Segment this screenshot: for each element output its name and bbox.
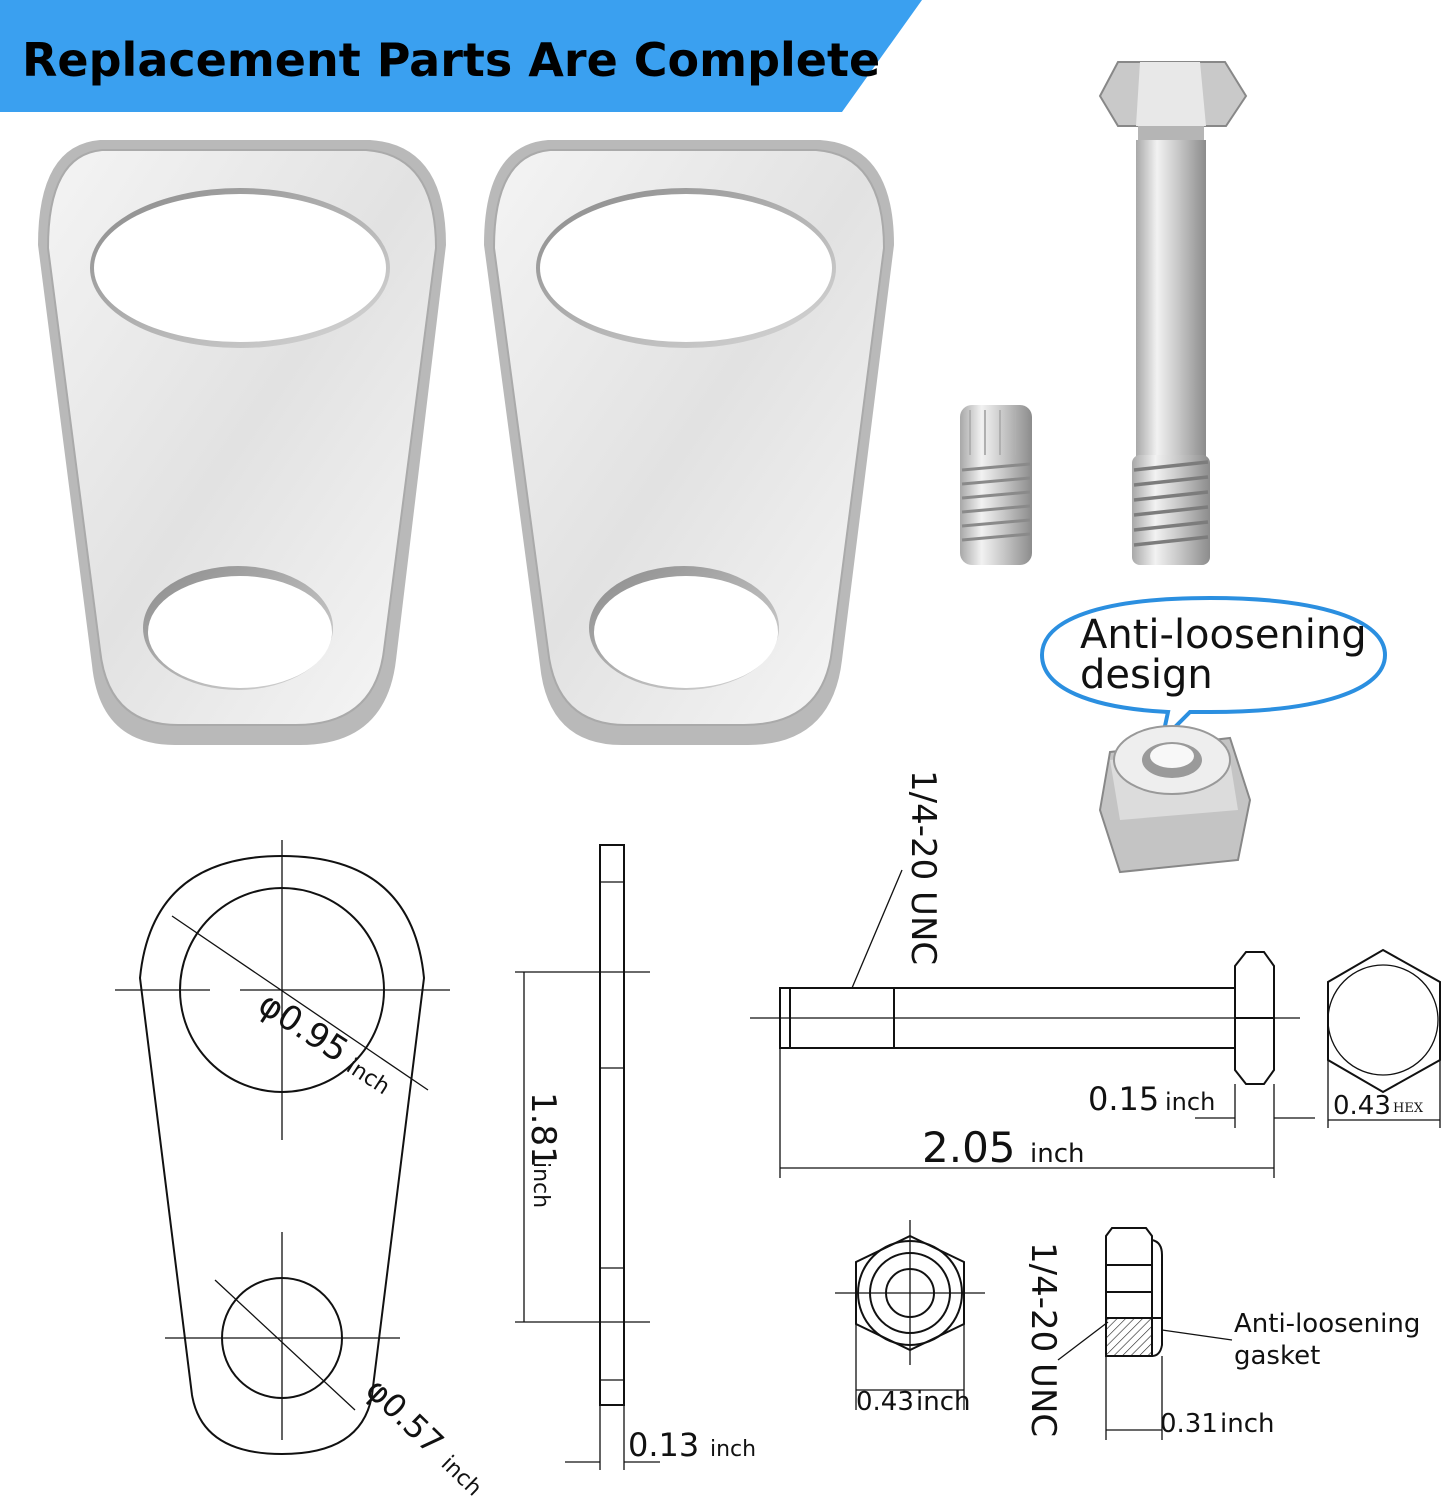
nut-side-drawing [1057, 1227, 1233, 1440]
hex-size-value: 0.43 [1333, 1091, 1391, 1121]
bolt-drawing [750, 869, 1441, 1178]
nut-height-unit: inch [1220, 1409, 1274, 1439]
plate-front-drawing [115, 840, 450, 1456]
nut-thread-spec: 1/4-20 UNC [1023, 1242, 1063, 1437]
nut-height-value: 0.31 [1160, 1409, 1218, 1439]
bolt-thread-spec: 1/4-20 UNC [903, 770, 943, 965]
shear-plate-photo-2 [484, 140, 894, 745]
set-screw-photo [960, 405, 1032, 565]
hex-size-unit: HEX [1393, 1101, 1424, 1116]
anti-loosening-callout: Anti-loosening design [1039, 595, 1388, 747]
gasket-label-line-2: gasket [1234, 1341, 1320, 1371]
banner-background [0, 0, 922, 112]
shear-bolt-photo [1098, 61, 1248, 565]
large-hole-diameter: φ0.95 [251, 984, 355, 1071]
callout-line-1: Anti-loosening [1080, 612, 1367, 658]
bolt-length-unit: inch [1030, 1139, 1084, 1169]
title-banner: Replacement Parts Are Complete [0, 0, 922, 112]
small-hole-unit: inch [436, 1451, 487, 1500]
callout-line-2: design [1080, 652, 1213, 698]
center-distance-unit: inch [528, 1162, 553, 1208]
nut-width-unit: inch [916, 1387, 970, 1417]
thickness-value: 0.13 [628, 1426, 699, 1464]
head-height-unit: inch [1165, 1088, 1215, 1116]
plate-side-drawing [515, 844, 660, 1470]
shear-plate-photo-1 [38, 140, 446, 745]
nut-top-drawing [835, 1220, 985, 1410]
gasket-label-line-1: Anti-loosening [1234, 1309, 1420, 1339]
head-height-value: 0.15 [1088, 1080, 1159, 1118]
small-hole-diameter: φ0.57 [358, 1370, 451, 1461]
lock-nut-photo [1098, 725, 1252, 874]
thickness-unit: inch [710, 1437, 756, 1462]
banner-title: Replacement Parts Are Complete [22, 33, 880, 87]
center-distance-value: 1.81 [523, 1092, 563, 1168]
bolt-length-value: 2.05 [922, 1123, 1016, 1172]
nut-width-value: 0.43 [856, 1387, 914, 1417]
